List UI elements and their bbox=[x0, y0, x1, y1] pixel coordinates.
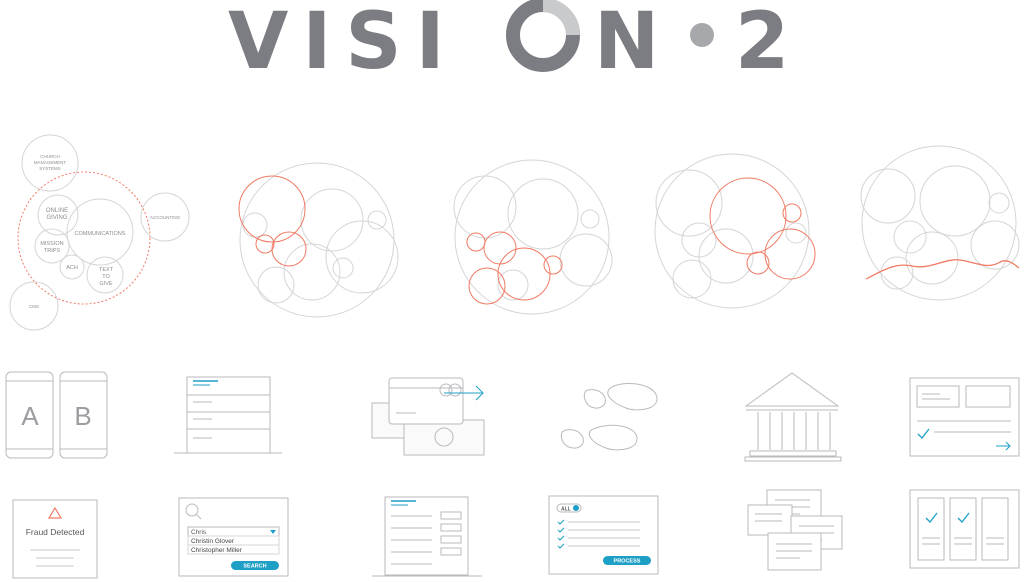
search-icon bbox=[185, 503, 202, 520]
search-card: Chris Christin Glover Christopher Miller… bbox=[178, 497, 289, 577]
label-mission-2: TRIPS bbox=[44, 248, 61, 254]
search-input-value: Chris bbox=[191, 529, 207, 536]
form-checklist-icon bbox=[909, 377, 1020, 457]
stacked-notes-icon bbox=[747, 489, 843, 571]
label-ach: ACH bbox=[66, 265, 78, 271]
chevron-down-icon[interactable] bbox=[270, 530, 276, 534]
form-document-icon bbox=[174, 376, 282, 454]
board-columns-icon bbox=[909, 489, 1020, 569]
table-document-icon bbox=[372, 496, 482, 577]
fraud-card: Fraud Detected bbox=[12, 499, 98, 579]
bubble-cluster-3 bbox=[453, 159, 613, 315]
label-text-2: TO bbox=[102, 274, 110, 280]
card-payment-icon bbox=[371, 377, 485, 456]
label-text-1: TEXT bbox=[99, 267, 114, 273]
logo-number: 2 bbox=[735, 0, 789, 87]
search-button[interactable] bbox=[231, 561, 279, 570]
label-accounting: ACCOUNTING bbox=[150, 215, 181, 220]
logo-text-n: N bbox=[594, 0, 659, 87]
search-result-item[interactable]: Christopher Miller bbox=[191, 547, 243, 554]
search-result-item[interactable]: Christin Glover bbox=[191, 538, 235, 545]
label-church-3: SYSTEMS bbox=[39, 166, 61, 171]
warning-icon bbox=[47, 506, 63, 519]
label-cms: CMS bbox=[29, 304, 39, 309]
process-button[interactable] bbox=[603, 556, 651, 565]
ab-test-icon bbox=[5, 371, 108, 459]
checklist bbox=[557, 519, 565, 549]
logo-dot bbox=[690, 23, 714, 47]
label-text-3: GIVE bbox=[99, 281, 112, 287]
vision2-logo: VISI N 2 bbox=[228, 0, 789, 87]
all-toggle-label: ALL bbox=[561, 507, 571, 513]
label-communications: COMMUNICATIONS bbox=[75, 231, 126, 237]
ab-test-label-a: A bbox=[21, 401, 39, 431]
bubble-cluster-2 bbox=[238, 162, 399, 318]
bubble-cluster-4 bbox=[654, 153, 816, 309]
venn-cluster-labeled bbox=[9, 134, 190, 331]
label-mission-1: MISSION bbox=[40, 241, 63, 247]
search-button-label: SEARCH bbox=[243, 564, 266, 570]
bank-icon bbox=[744, 372, 842, 462]
label-online-2: GIVING bbox=[46, 215, 67, 221]
footprints-icon bbox=[560, 383, 658, 451]
logo-text-left: VISI bbox=[228, 0, 459, 87]
process-card: ALL PROCESS bbox=[548, 495, 659, 575]
label-church-2: MANAGEMENT bbox=[34, 160, 67, 165]
venn-labels: CHURCH MANAGEMENT SYSTEMS ONLINE GIVING … bbox=[29, 154, 181, 309]
fraud-title: Fraud Detected bbox=[26, 527, 85, 537]
bubble-cluster-5 bbox=[860, 145, 1020, 301]
logo-o-ring bbox=[506, 0, 580, 72]
ab-test-label-b: B bbox=[74, 401, 91, 431]
label-church-1: CHURCH bbox=[40, 154, 60, 159]
process-button-label: PROCESS bbox=[614, 559, 641, 565]
label-online-1: ONLINE bbox=[46, 208, 68, 214]
checklist-lines bbox=[568, 521, 640, 547]
